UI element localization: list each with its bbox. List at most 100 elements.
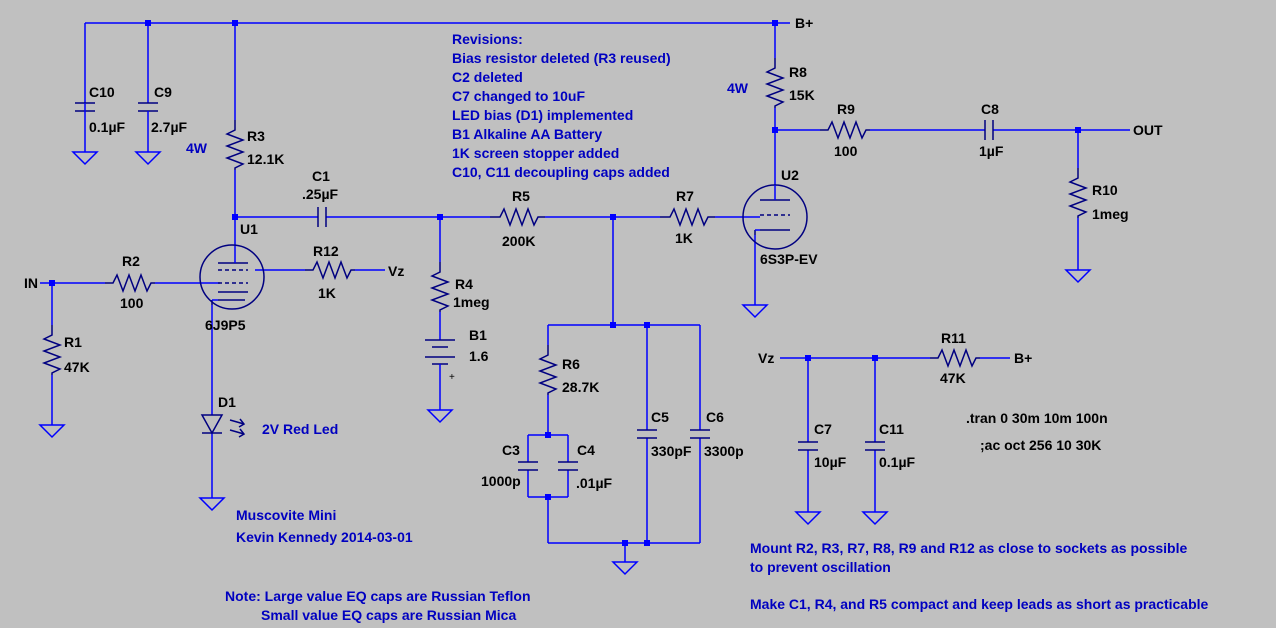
revision-line: C2 deleted <box>452 69 523 85</box>
tran-directive: .tran 0 30m 10m 100n <box>966 410 1108 426</box>
c10-capacitor <box>75 102 95 112</box>
c9-ref: C9 <box>154 84 172 100</box>
d1-value: 2V Red Led <box>262 421 338 437</box>
r4-resistor <box>429 262 451 312</box>
c4-capacitor <box>558 461 578 471</box>
u2-tube <box>742 184 808 250</box>
r9-value: 100 <box>834 143 858 159</box>
d1-led <box>200 414 246 438</box>
r2-ref: R2 <box>122 253 140 269</box>
c9-capacitor <box>138 102 158 112</box>
c8-capacitor <box>984 120 994 140</box>
vz-label-r12: Vz <box>388 263 404 279</box>
c8-ref: C8 <box>981 101 999 117</box>
revision-line: C7 changed to 10uF <box>452 88 585 104</box>
u1-tube <box>199 244 265 310</box>
r10-resistor <box>1067 168 1089 218</box>
c5-capacitor <box>637 429 657 439</box>
title-name: Muscovite Mini <box>236 507 336 523</box>
c7-value: 10µF <box>814 454 847 470</box>
revision-line: Revisions: <box>452 31 523 47</box>
component-labels: C10 0.1µF C9 2.7µF R3 12.1K 4W C1 .25µF … <box>64 64 1129 491</box>
r1-resistor <box>41 325 63 375</box>
r11-ref: R11 <box>941 330 966 346</box>
c10-ref: C10 <box>89 84 115 100</box>
c11-value: 0.1µF <box>879 454 916 470</box>
caps-note-line2: Small value EQ caps are Russian Mica <box>261 607 516 623</box>
c1-ref: C1 <box>312 168 330 184</box>
resistors <box>41 58 1089 395</box>
c7-capacitor <box>798 441 818 451</box>
r8-ref: R8 <box>789 64 807 80</box>
capacitors <box>75 102 994 471</box>
r9-ref: R9 <box>837 101 855 117</box>
r10-value: 1meg <box>1092 206 1129 222</box>
r1-value: 47K <box>64 359 90 375</box>
r6-resistor <box>537 345 559 395</box>
r7-resistor <box>660 206 715 228</box>
b1-ref: B1 <box>469 327 487 343</box>
r3-power: 4W <box>186 140 208 156</box>
c4-ref: C4 <box>577 442 595 458</box>
c5-ref: C5 <box>651 409 669 425</box>
r9-resistor <box>820 119 870 141</box>
out-label: OUT <box>1133 122 1163 138</box>
c3-capacitor <box>518 461 538 471</box>
r10-ref: R10 <box>1092 182 1118 198</box>
c11-ref: C11 <box>879 421 904 437</box>
wires <box>40 22 1130 562</box>
r8-power: 4W <box>727 80 749 96</box>
r12-resistor <box>305 259 355 281</box>
c6-value: 3300p <box>704 443 744 459</box>
title-author: Kevin Kennedy 2014-03-01 <box>236 529 413 545</box>
revisions-note: Revisions: Bias resistor deleted (R3 reu… <box>452 31 671 180</box>
u1-value: 6J9P5 <box>205 317 246 333</box>
c11-capacitor <box>865 441 885 451</box>
junctions <box>49 20 1081 546</box>
bplus-label-r11: B+ <box>1014 350 1032 366</box>
mount-note-line2: to prevent oscillation <box>750 559 891 575</box>
b1-battery: + <box>425 339 455 383</box>
r7-value: 1K <box>675 230 693 246</box>
d1-ref: D1 <box>218 394 236 410</box>
ground-symbols <box>38 151 1092 576</box>
r3-value: 12.1K <box>247 151 284 167</box>
c8-value: 1µF <box>979 143 1004 159</box>
c3-ref: C3 <box>502 442 520 458</box>
vz-label-rail: Vz <box>758 350 774 366</box>
r3-ref: R3 <box>247 128 265 144</box>
in-label: IN <box>24 275 38 291</box>
u1-ref: U1 <box>240 221 258 237</box>
revision-line: B1 Alkaline AA Battery <box>452 126 602 142</box>
r5-resistor <box>490 206 545 228</box>
r5-ref: R5 <box>512 188 530 204</box>
r8-value: 15K <box>789 87 815 103</box>
r6-value: 28.7K <box>562 379 599 395</box>
r5-value: 200K <box>502 233 535 249</box>
revision-line: Bias resistor deleted (R3 reused) <box>452 50 671 66</box>
caps-note-line1: Note: Large value EQ caps are Russian Te… <box>225 588 531 604</box>
r8-resistor <box>764 58 786 108</box>
r11-value: 47K <box>940 370 966 386</box>
r12-value: 1K <box>318 285 336 301</box>
battery-plus-sign: + <box>449 372 455 383</box>
r7-ref: R7 <box>676 188 694 204</box>
r2-resistor <box>105 272 155 294</box>
c9-value: 2.7µF <box>151 119 188 135</box>
r3-resistor <box>224 120 246 170</box>
c5-value: 330pF <box>651 443 692 459</box>
revision-line: 1K screen stopper added <box>452 145 619 161</box>
c1-value: .25µF <box>302 186 339 202</box>
r6-ref: R6 <box>562 356 580 372</box>
r4-ref: R4 <box>455 276 473 292</box>
r2-value: 100 <box>120 295 144 311</box>
compact-note: Make C1, R4, and R5 compact and keep lea… <box>750 596 1209 612</box>
revision-line: C10, C11 decoupling caps added <box>452 164 670 180</box>
c1-capacitor <box>317 207 327 227</box>
c10-value: 0.1µF <box>89 119 126 135</box>
c6-capacitor <box>690 429 710 439</box>
ac-directive: ;ac oct 256 10 30K <box>980 437 1101 453</box>
r4-value: 1meg <box>453 294 490 310</box>
b1-value: 1.6 <box>469 348 489 364</box>
